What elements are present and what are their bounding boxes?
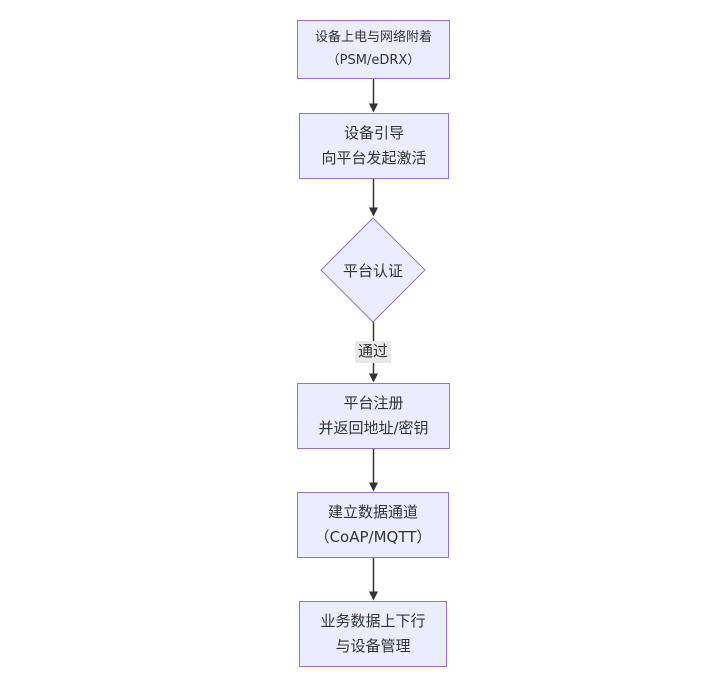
node-data-channel: 建立数据通道 （CoAP/MQTT）: [297, 492, 449, 558]
decision-diamond-shape: [320, 217, 426, 323]
node-business-data-line1: 业务数据上下行: [320, 612, 426, 631]
node-power-attach: 设备上电与网络附着 （PSM/eDRX）: [297, 20, 450, 79]
node-bootstrap-line2: 向平台发起激活: [321, 149, 427, 167]
edge-label-pass: 通过: [354, 341, 392, 363]
node-register: 平台注册 并返回地址/密钥: [297, 383, 450, 449]
node-bootstrap-line1: 设备引导: [343, 124, 404, 143]
node-power-attach-line2: （PSM/eDRX）: [326, 52, 421, 68]
node-bootstrap: 设备引导 向平台发起激活: [299, 113, 449, 179]
node-business-data-line2: 与设备管理: [335, 637, 411, 655]
node-register-line2: 并返回地址/密钥: [318, 419, 429, 437]
node-power-attach-line1: 设备上电与网络附着: [314, 30, 432, 46]
node-data-channel-line1: 建立数据通道: [327, 503, 418, 522]
node-business-data: 业务数据上下行 与设备管理: [299, 601, 447, 667]
node-register-line1: 平台注册: [343, 394, 404, 413]
node-data-channel-line2: （CoAP/MQTT）: [314, 528, 432, 546]
